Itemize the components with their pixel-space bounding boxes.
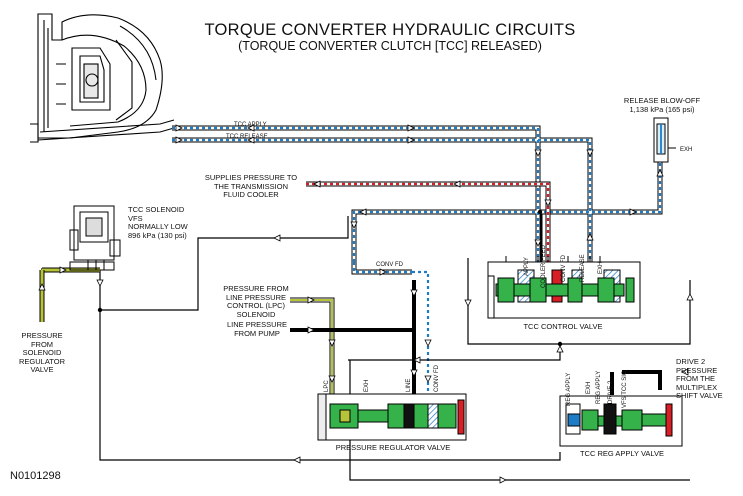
port-label-lpc: LPC <box>324 380 330 392</box>
tcc-solenoid-line-3: NORMALLY LOW <box>128 222 188 231</box>
diagram-subtitle: (TORQUE CONVERTER CLUTCH [TCC] RELEASED) <box>238 39 542 53</box>
tcc-solenoid <box>69 205 121 271</box>
tcc-solenoid-label: TCC SOLENOID VFS NORMALLY LOW 896 kPa (1… <box>128 205 188 240</box>
line-pressure-pump-line-1: LINE PRESSURE <box>226 320 288 329</box>
port-label-vfs-tcc-sig: VFS TCC SIG <box>622 370 628 408</box>
pressure-from-solenoid-label: PRESSURE FROM SOLENOID REGULATOR VALVE <box>12 331 72 375</box>
pressure-from-solenoid-line-3: SOLENOID <box>22 348 62 357</box>
port-label-cooler-feed: COOLER FEED <box>541 244 547 288</box>
supplies-pressure-line-2: THE TRANSMISSION <box>213 181 289 191</box>
supplies-pressure-label: SUPPLIES PRESSURE TO THE TRANSMISSION FL… <box>196 173 306 200</box>
port-label-conv-fd: CONV FD <box>561 255 567 282</box>
pressure-from-solenoid-line-1: PRESSURE <box>21 331 63 340</box>
pressure-from-solenoid-line-2: FROM <box>30 339 54 349</box>
drive2-line-2: PRESSURE <box>676 365 718 375</box>
tcc-release-label: TCC RELEASE <box>226 134 268 140</box>
pressure-from-lpc-line-3: CONTROL (LPC) <box>226 301 286 310</box>
drive2-line-3: FROM THE <box>676 374 716 383</box>
drive2-line-1: DRIVE 2 <box>676 357 706 366</box>
drive2-pressure-label: DRIVE 2 PRESSURE FROM THE MULTIPLEX SHIF… <box>676 357 723 401</box>
diagram-title: TORQUE CONVERTER HYDRAULIC CIRCUITS <box>204 21 576 39</box>
tcc-control-valve <box>487 256 641 319</box>
figure-id: N0101298 <box>10 470 61 482</box>
port-label-exh-tcc: EXH <box>598 261 604 274</box>
flow-arrows <box>38 124 694 484</box>
drive2-line-5: SHIFT VALVE <box>676 391 723 400</box>
tcc-control-valve-label: TCC CONTROL VALVE <box>523 322 603 331</box>
conv-fd-label: CONV FD <box>376 262 403 268</box>
release-blowoff-line-1: RELEASE BLOW-OFF <box>623 96 701 105</box>
cooler-feed-line <box>306 181 551 262</box>
port-label-reg-apply-2: REG APPLY <box>596 370 602 404</box>
release-blowoff-line-2: 1,138 kPa (165 psi) <box>629 104 695 114</box>
pressure-regulator-valve-label: PRESSURE REGULATOR VALVE <box>335 443 451 452</box>
tcc-reg-apply-valve <box>559 395 683 447</box>
pressure-from-lpc-line-2: LINE PRESSURE <box>225 292 287 302</box>
port-label-drive-2: DRIVE 2 <box>608 380 614 404</box>
port-label-reg-apply-1: REG APPLY <box>566 372 572 406</box>
pressure-from-solenoid-line-4: REGULATOR <box>19 356 65 366</box>
exh-label: EXH <box>680 147 693 153</box>
port-label-line: LINE <box>406 378 412 392</box>
tcc-solenoid-line-4: 896 kPa (130 psi) <box>128 230 187 240</box>
pressure-from-lpc-line-1: PRESSURE FROM <box>223 284 289 293</box>
port-label-apply: APPLY <box>524 257 530 276</box>
port-label-release: RELEASE <box>580 254 586 282</box>
supplies-pressure-line-3: FLUID COOLER <box>223 190 279 199</box>
port-label-conv-fd-reg: CONV FD <box>434 365 440 392</box>
release-blowoff-label: RELEASE BLOW-OFF 1,138 kPa (165 psi) <box>606 96 718 114</box>
pressure-from-solenoid-line-5: VALVE <box>30 365 54 374</box>
tcc-solenoid-line-2: VFS <box>128 213 143 223</box>
pressure-from-lpc-line-4: SOLENOID <box>236 309 276 319</box>
converter-lines <box>172 125 663 395</box>
supplies-pressure-line-1: SUPPLIES PRESSURE TO <box>204 173 298 182</box>
drive2-line-4: MULTIPLEX <box>676 382 718 392</box>
junction-dots <box>97 209 563 347</box>
torque-converter <box>30 13 175 143</box>
port-label-exh-tra: EXH <box>586 381 592 394</box>
release-blowoff-valve <box>653 117 676 163</box>
pressure-from-lpc-label: PRESSURE FROM LINE PRESSURE CONTROL (LPC… <box>220 284 292 319</box>
pressure-regulator-valve <box>317 393 467 441</box>
tcc-reg-apply-valve-label: TCC REG APPLY VALVE <box>579 449 665 458</box>
tcc-solenoid-line-1: TCC SOLENOID <box>128 205 185 214</box>
tcc-apply-label: TCC APPLY <box>234 122 267 128</box>
line-pressure-pump-label: LINE PRESSURE FROM PUMP <box>224 320 290 338</box>
line-pressure-pump-line-2: FROM PUMP <box>234 328 280 338</box>
port-label-exh-reg: EXH <box>364 379 370 392</box>
